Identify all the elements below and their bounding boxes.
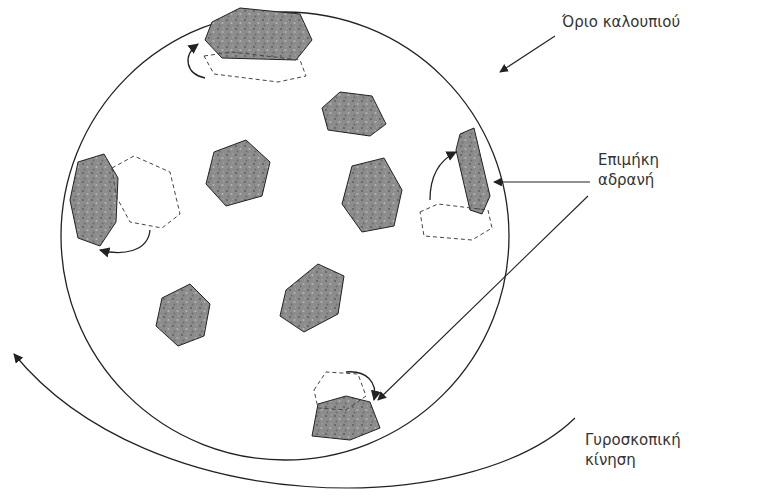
label-text: Γυροσκοπική κίνηση [585, 431, 681, 469]
dashed-outline [314, 372, 366, 410]
label-text: Επιμήκη αδρανή [598, 151, 659, 189]
aggregate [280, 264, 344, 332]
aggregate [342, 158, 402, 232]
rotation-arrow [188, 44, 205, 78]
elongated-aggregate [456, 128, 490, 214]
label-text: Όριο καλουπιού [562, 13, 680, 31]
leader-lines [378, 36, 590, 400]
leader-line [378, 196, 588, 400]
rotation-arrow [100, 230, 150, 253]
dashed-outline [112, 156, 180, 228]
leader-line [500, 36, 555, 72]
aggregate [70, 154, 118, 246]
dashed-outline [420, 204, 492, 240]
previous-positions [112, 52, 492, 410]
aggregates [70, 8, 490, 440]
dashed-outline [204, 52, 306, 82]
gyroscopic-motion-arrow [14, 354, 575, 488]
mold-boundary [61, 12, 509, 460]
aggregate [156, 284, 210, 346]
mold-boundary-label: Όριο καλουπιού [562, 12, 742, 32]
aggregate [322, 92, 386, 136]
elongated-aggregate-label: Επιμήκη αδρανή [598, 150, 718, 190]
aggregate [206, 140, 270, 206]
rotation-arrow [346, 372, 375, 400]
aggregate [205, 8, 312, 60]
rotation-arrows [100, 44, 456, 400]
leader-line [494, 181, 590, 182]
rotation-arrow [430, 152, 456, 200]
elongated-aggregate [312, 396, 380, 440]
gyroscopic-motion-label: Γυροσκοπική κίνηση [585, 430, 735, 470]
